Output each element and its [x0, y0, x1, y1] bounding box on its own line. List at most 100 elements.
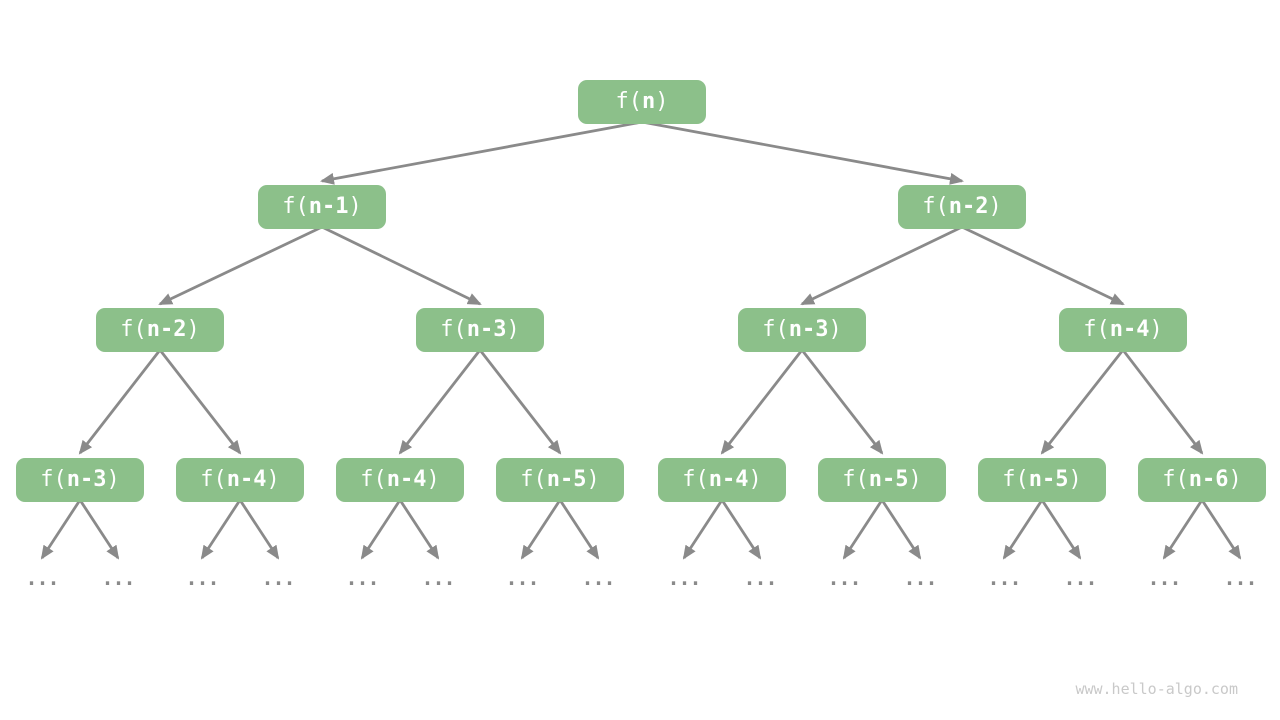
node-label-arg: n-6 — [1188, 467, 1229, 492]
node-label-suffix: ) — [106, 467, 120, 492]
edge — [158, 349, 242, 455]
node-label-prefix: f( — [762, 317, 789, 342]
tree-node: f(n-1) — [258, 185, 386, 229]
ellipsis: ... — [505, 566, 539, 590]
edge — [321, 225, 482, 306]
tree-node: f(n-4) — [1059, 308, 1187, 352]
ellipsis: ... — [101, 566, 135, 590]
node-label-prefix: f( — [682, 467, 709, 492]
ellipsis: ... — [743, 566, 777, 590]
ellipsis: ... — [581, 566, 615, 590]
ellipsis: ... — [25, 566, 59, 590]
edge — [478, 349, 562, 455]
node-label-arg: n-3 — [66, 467, 107, 492]
ellipsis: ... — [827, 566, 861, 590]
edge — [1002, 499, 1044, 560]
node-label-suffix: ) — [348, 194, 362, 219]
edge — [40, 499, 82, 560]
node-label-suffix: ) — [908, 467, 922, 492]
edge — [1200, 499, 1242, 560]
ellipsis: ... — [1063, 566, 1097, 590]
node-label-suffix: ) — [266, 467, 280, 492]
edge-group — [40, 120, 1242, 560]
node-label-prefix: f( — [282, 194, 309, 219]
tree-node: f(n-3) — [16, 458, 144, 502]
edge — [720, 349, 804, 455]
node-label-arg: n-5 — [868, 467, 909, 492]
edge — [800, 349, 884, 455]
edge — [800, 225, 963, 306]
node-label-arg: n-3 — [788, 317, 829, 342]
ellipsis: ... — [185, 566, 219, 590]
node-label-prefix: f( — [615, 89, 643, 114]
node-label-prefix: f( — [1162, 467, 1189, 492]
node-label-arg: n-4 — [1109, 317, 1150, 342]
tree-node: f(n-3) — [738, 308, 866, 352]
node-label-arg: n-1 — [308, 194, 349, 219]
edge — [398, 349, 482, 455]
node-label-prefix: f( — [40, 467, 67, 492]
edge — [1121, 349, 1204, 455]
tree-node: f(n-5) — [978, 458, 1106, 502]
ellipsis: ... — [261, 566, 295, 590]
ellipsis: ... — [421, 566, 455, 590]
edge — [398, 499, 440, 560]
node-label-arg: n-5 — [1028, 467, 1069, 492]
node-label-prefix: f( — [520, 467, 547, 492]
tree-node: f(n-4) — [176, 458, 304, 502]
ellipsis: ... — [345, 566, 379, 590]
edge — [842, 499, 884, 560]
edge — [200, 499, 242, 560]
node-label-arg: n-5 — [546, 467, 587, 492]
tree-node: f(n-2) — [96, 308, 224, 352]
edge — [682, 499, 724, 560]
node-label-prefix: f( — [922, 194, 949, 219]
node-label-arg: n-4 — [386, 467, 427, 492]
node-label-arg: n-4 — [226, 467, 267, 492]
edge — [1162, 499, 1204, 560]
edge — [1040, 499, 1082, 560]
node-label-suffix: ) — [586, 467, 600, 492]
edge — [720, 499, 762, 560]
ellipsis: ... — [1147, 566, 1181, 590]
edge — [558, 499, 600, 560]
tree-node: f(n) — [578, 80, 706, 124]
node-label-suffix: ) — [426, 467, 440, 492]
tree-node: f(n-5) — [496, 458, 624, 502]
edge — [238, 499, 280, 560]
node-label-suffix: ) — [1149, 317, 1163, 342]
node-label-prefix: f( — [360, 467, 387, 492]
edge — [520, 499, 562, 560]
edge — [78, 349, 162, 455]
node-label-arg: n-3 — [466, 317, 507, 342]
node-label-prefix: f( — [1083, 317, 1110, 342]
node-label-prefix: f( — [1002, 467, 1029, 492]
tree-node: f(n-2) — [898, 185, 1026, 229]
node-label-arg: n-2 — [146, 317, 187, 342]
node-label-arg: n — [642, 89, 656, 114]
node-label-prefix: f( — [842, 467, 869, 492]
edge — [320, 120, 643, 185]
ellipsis: ... — [903, 566, 937, 590]
node-label-arg: n-2 — [948, 194, 989, 219]
tree-node: f(n-4) — [336, 458, 464, 502]
ellipsis: ... — [667, 566, 701, 590]
tree-node: f(n-3) — [416, 308, 544, 352]
node-label-suffix: ) — [655, 89, 669, 114]
node-label-arg: n-4 — [708, 467, 749, 492]
edge — [1040, 349, 1125, 455]
ellipsis: ... — [1223, 566, 1257, 590]
node-label-suffix: ) — [828, 317, 842, 342]
edge — [880, 499, 922, 560]
node-label-suffix: ) — [1228, 467, 1242, 492]
node-label-suffix: ) — [186, 317, 200, 342]
node-label-suffix: ) — [748, 467, 762, 492]
node-label-suffix: ) — [988, 194, 1002, 219]
edge — [961, 225, 1125, 306]
ellipsis: ... — [987, 566, 1021, 590]
node-label-prefix: f( — [120, 317, 147, 342]
edge — [158, 225, 323, 306]
tree-node: f(n-5) — [818, 458, 946, 502]
watermark: www.hello-algo.com — [1075, 680, 1238, 698]
